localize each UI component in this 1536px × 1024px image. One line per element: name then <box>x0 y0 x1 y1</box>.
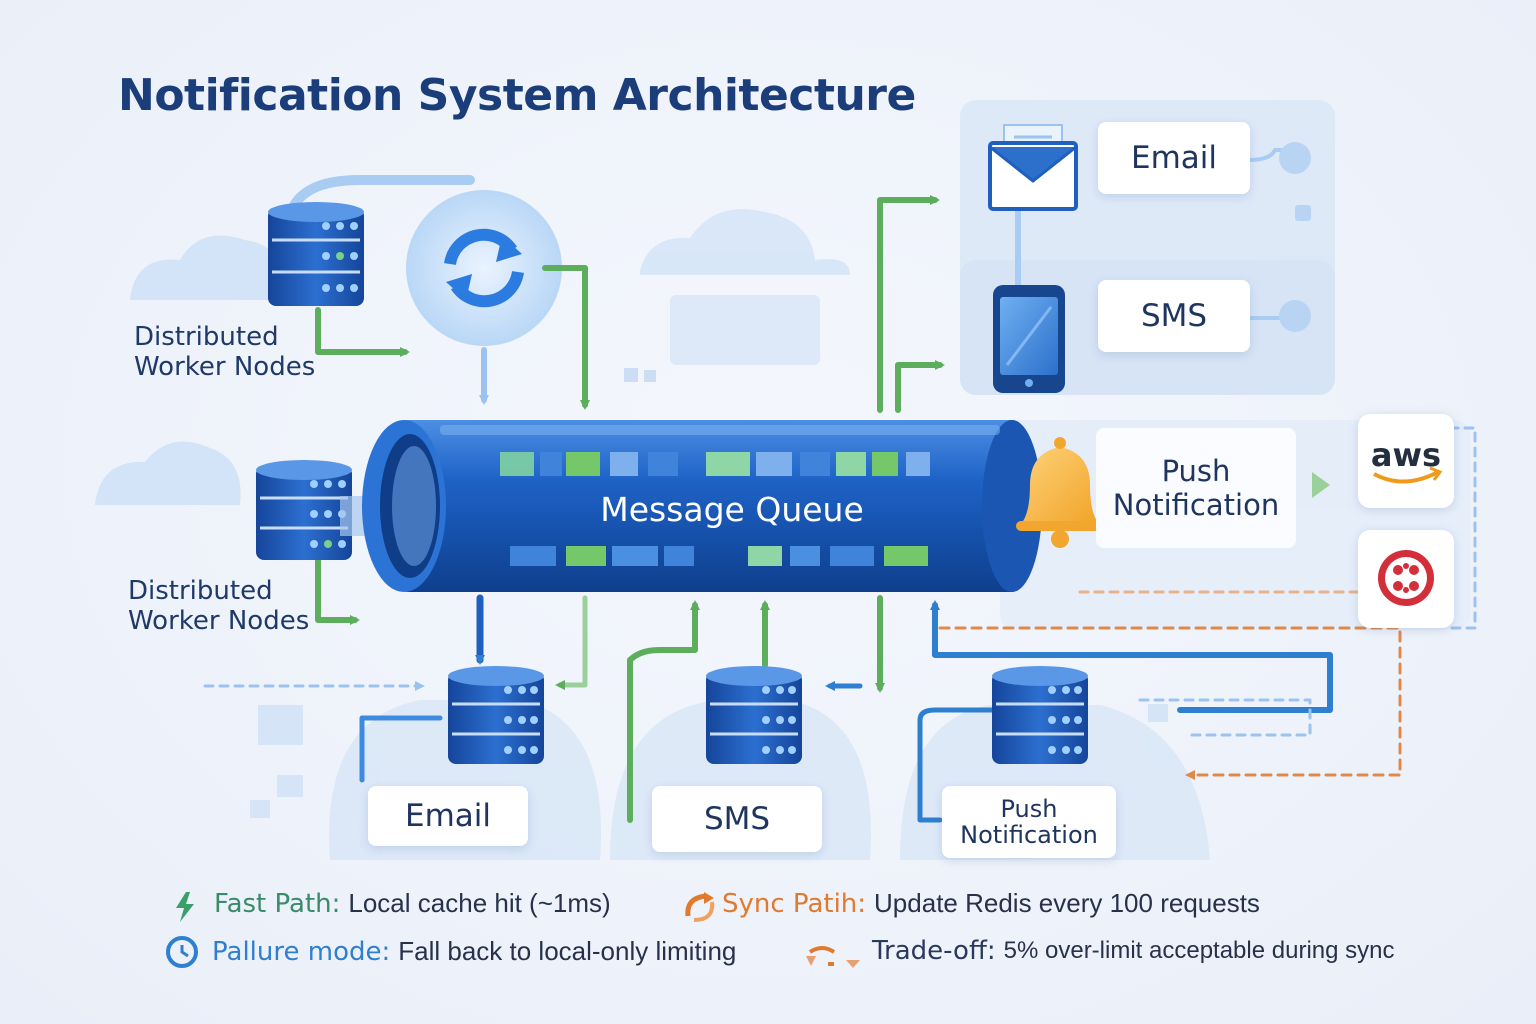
provider-twilio-box <box>1358 530 1454 628</box>
legend-trade-off-key: Trade-off: <box>872 936 996 966</box>
message-queue-tube <box>340 420 1042 592</box>
aws-logo-text: aws <box>1370 436 1442 474</box>
channel-label-sms-top: SMS <box>1140 298 1208 334</box>
legend-failure-mode: Pallure mode: Fall back to local-only li… <box>212 936 736 967</box>
database-icon-worker-top <box>268 202 364 306</box>
legend-failure-mode-text: Fall back to local-only limiting <box>398 936 737 966</box>
legend-trade-off-text: 5% over-limit acceptable during sync <box>1003 937 1395 964</box>
clock-icon <box>166 936 198 968</box>
legend-fast-path: Fast Path: Local cache hit (~1ms) <box>214 888 611 919</box>
push-notification-card: Push Notification <box>1096 428 1296 548</box>
scale-icon <box>806 946 860 968</box>
legend-sync-path-key: Sync Patih: <box>722 888 867 919</box>
queue-message-packets-bottom <box>510 546 928 566</box>
database-icon-email <box>448 666 544 764</box>
lightning-icon <box>176 892 194 922</box>
worker-nodes-label-middle-line1: Distributed <box>128 576 273 606</box>
channel-label-email-bottom: Email <box>404 798 491 834</box>
bell-icon <box>1016 437 1104 548</box>
page-title: Notification System Architecture <box>118 70 916 121</box>
worker-nodes-label-top-line2: Worker Nodes <box>134 352 316 382</box>
connectors <box>203 148 1477 823</box>
sync-service-node <box>406 190 562 346</box>
channel-card-sms-bottom: SMS <box>652 786 822 852</box>
legend-fast-path-text: Local cache hit (~1ms) <box>348 888 611 918</box>
sync-icon <box>685 892 715 922</box>
database-icon-push <box>992 666 1088 764</box>
legend-trade-off: Trade-off: 5% over-limit acceptable duri… <box>872 936 1394 966</box>
envelope-icon <box>988 124 1078 211</box>
channel-card-push-bottom: Push Notification <box>942 786 1116 858</box>
legend-sync-path: Sync Patih: Update Redis every 100 reque… <box>722 888 1260 919</box>
legend-failure-mode-key: Pallure mode: <box>212 936 391 967</box>
message-queue-label: Message Queue <box>600 490 864 529</box>
worker-nodes-label-top: Distributed Worker Nodes <box>134 322 315 382</box>
channel-card-email-top: Email <box>1098 122 1250 194</box>
worker-nodes-label-middle-line2: Worker Nodes <box>128 606 310 636</box>
queue-message-packets-top <box>500 452 930 476</box>
push-card-line1: Push <box>1161 454 1231 488</box>
worker-nodes-label-middle: Distributed Worker Nodes <box>128 576 309 636</box>
channel-label-push-line1: Push <box>1000 795 1058 823</box>
legend-sync-path-text: Update Redis every 100 requests <box>874 888 1260 918</box>
database-icon-worker-middle <box>256 460 352 560</box>
channel-card-sms-top: SMS <box>1098 280 1250 352</box>
channel-label-push-line2: Notification <box>960 821 1098 849</box>
panel-dots <box>1279 142 1311 332</box>
push-card-line2: Notification <box>1112 488 1280 522</box>
channel-label-sms-bottom: SMS <box>703 801 771 837</box>
refresh-icon <box>444 228 524 308</box>
worker-nodes-label-top-line1: Distributed <box>134 322 279 352</box>
legend-fast-path-key: Fast Path: <box>214 888 341 919</box>
phone-icon <box>993 285 1065 393</box>
provider-aws-box <box>1358 414 1454 508</box>
database-icon-sms <box>706 666 802 764</box>
twilio-icon <box>1378 550 1434 606</box>
channel-label-email-top: Email <box>1130 140 1217 176</box>
channel-card-email-bottom: Email <box>368 786 528 846</box>
